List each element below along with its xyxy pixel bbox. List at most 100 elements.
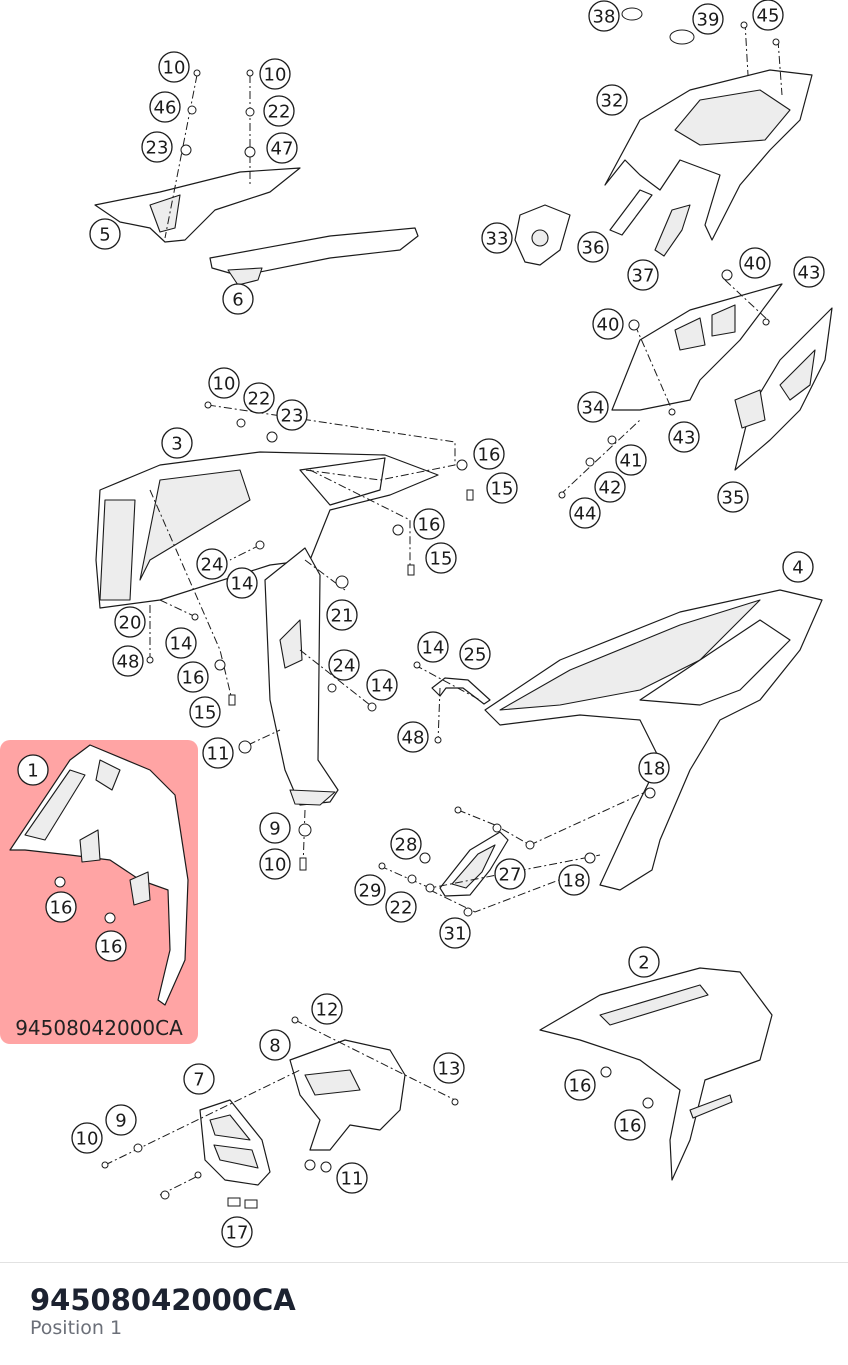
callout-14b[interactable]: 14 bbox=[165, 627, 197, 659]
callout-16g[interactable]: 16 bbox=[614, 1109, 646, 1141]
callout-circle bbox=[149, 91, 181, 123]
callout-circle bbox=[183, 1063, 215, 1095]
callout-27[interactable]: 27 bbox=[494, 858, 526, 890]
callout-16e[interactable]: 16 bbox=[95, 930, 127, 962]
callout-29[interactable]: 29 bbox=[354, 874, 386, 906]
callout-10e[interactable]: 10 bbox=[71, 1122, 103, 1154]
callout-number: 32 bbox=[601, 91, 624, 112]
callout-14c[interactable]: 14 bbox=[366, 669, 398, 701]
callout-number: 18 bbox=[643, 759, 666, 780]
callout-22b[interactable]: 22 bbox=[243, 382, 275, 414]
callout-circle bbox=[473, 438, 505, 470]
callout-circle bbox=[95, 930, 127, 962]
callout-22c[interactable]: 22 bbox=[385, 891, 417, 923]
callout-10c[interactable]: 10 bbox=[208, 367, 240, 399]
callout-43b[interactable]: 43 bbox=[668, 421, 700, 453]
callout-1[interactable]: 1 bbox=[17, 754, 49, 786]
callout-43a[interactable]: 43 bbox=[793, 256, 825, 288]
callout-20[interactable]: 20 bbox=[114, 606, 146, 638]
callout-number: 33 bbox=[486, 229, 509, 250]
part-7-drawing bbox=[199, 1099, 271, 1186]
callout-44[interactable]: 44 bbox=[569, 497, 601, 529]
callout-9a[interactable]: 9 bbox=[259, 812, 291, 844]
callout-24b[interactable]: 24 bbox=[328, 649, 360, 681]
callout-31[interactable]: 31 bbox=[439, 917, 471, 949]
callout-circle bbox=[243, 382, 275, 414]
callout-number: 14 bbox=[170, 634, 193, 655]
callout-14a[interactable]: 14 bbox=[226, 567, 258, 599]
callout-45[interactable]: 45 bbox=[752, 0, 784, 31]
callout-number: 12 bbox=[316, 1000, 339, 1021]
callout-4[interactable]: 4 bbox=[782, 551, 814, 583]
callout-15c[interactable]: 15 bbox=[189, 696, 221, 728]
callout-5[interactable]: 5 bbox=[89, 218, 121, 250]
callout-18b[interactable]: 18 bbox=[558, 864, 590, 896]
callout-circle bbox=[564, 1069, 596, 1101]
callout-38[interactable]: 38 bbox=[588, 0, 620, 32]
callout-16c[interactable]: 16 bbox=[177, 661, 209, 693]
callout-circle bbox=[165, 627, 197, 659]
callout-circle bbox=[114, 606, 146, 638]
callout-10a[interactable]: 10 bbox=[158, 51, 190, 83]
callout-18a[interactable]: 18 bbox=[638, 752, 670, 784]
callout-10d[interactable]: 10 bbox=[259, 848, 291, 880]
part-2-drawing bbox=[539, 967, 773, 1181]
callout-circle bbox=[577, 391, 609, 423]
callout-13[interactable]: 13 bbox=[433, 1052, 465, 1084]
callout-7[interactable]: 7 bbox=[183, 1063, 215, 1095]
part-1-drawing bbox=[9, 744, 189, 1006]
callout-16a[interactable]: 16 bbox=[473, 438, 505, 470]
callout-number: 40 bbox=[597, 315, 620, 336]
callout-47[interactable]: 47 bbox=[266, 132, 298, 164]
position-label: Position 1 bbox=[30, 1317, 123, 1339]
callout-16d[interactable]: 16 bbox=[45, 891, 77, 923]
callout-number: 10 bbox=[76, 1129, 99, 1150]
callout-23a[interactable]: 23 bbox=[141, 131, 173, 163]
callout-9b[interactable]: 9 bbox=[105, 1104, 137, 1136]
callout-40a[interactable]: 40 bbox=[739, 247, 771, 279]
callout-42[interactable]: 42 bbox=[594, 471, 626, 503]
callout-11a[interactable]: 11 bbox=[202, 737, 234, 769]
callout-41[interactable]: 41 bbox=[615, 444, 647, 476]
callout-circle bbox=[569, 497, 601, 529]
callout-46[interactable]: 46 bbox=[149, 91, 181, 123]
callout-6[interactable]: 6 bbox=[222, 283, 254, 315]
callout-40b[interactable]: 40 bbox=[592, 308, 624, 340]
callout-33[interactable]: 33 bbox=[481, 222, 513, 254]
callout-14d[interactable]: 14 bbox=[417, 631, 449, 663]
callout-48b[interactable]: 48 bbox=[397, 721, 429, 753]
callout-10b[interactable]: 10 bbox=[259, 58, 291, 90]
callout-35[interactable]: 35 bbox=[717, 481, 749, 513]
callout-22a[interactable]: 22 bbox=[263, 95, 295, 127]
callout-15b[interactable]: 15 bbox=[425, 542, 457, 574]
callout-48a[interactable]: 48 bbox=[112, 645, 144, 677]
callout-number: 23 bbox=[281, 406, 304, 427]
callout-16b[interactable]: 16 bbox=[413, 508, 445, 540]
callout-36[interactable]: 36 bbox=[577, 231, 609, 263]
callout-15a[interactable]: 15 bbox=[486, 472, 518, 504]
callout-28[interactable]: 28 bbox=[390, 828, 422, 860]
callout-24a[interactable]: 24 bbox=[196, 548, 228, 580]
callout-25[interactable]: 25 bbox=[459, 638, 491, 670]
callout-2[interactable]: 2 bbox=[628, 946, 660, 978]
callout-12[interactable]: 12 bbox=[311, 993, 343, 1025]
callout-21[interactable]: 21 bbox=[326, 599, 358, 631]
callout-number: 39 bbox=[697, 10, 720, 31]
callout-34[interactable]: 34 bbox=[577, 391, 609, 423]
callout-23b[interactable]: 23 bbox=[276, 399, 308, 431]
callout-number: 10 bbox=[264, 855, 287, 876]
callout-circle bbox=[692, 3, 724, 35]
highlight-part-code: 94508042000CA bbox=[15, 1016, 183, 1040]
callout-3[interactable]: 3 bbox=[161, 427, 193, 459]
callout-8[interactable]: 8 bbox=[259, 1029, 291, 1061]
callout-32[interactable]: 32 bbox=[596, 84, 628, 116]
callout-39[interactable]: 39 bbox=[692, 3, 724, 35]
callout-17[interactable]: 17 bbox=[221, 1216, 253, 1248]
callout-37[interactable]: 37 bbox=[627, 259, 659, 291]
callout-16f[interactable]: 16 bbox=[564, 1069, 596, 1101]
callout-number: 36 bbox=[582, 238, 605, 259]
callout-number: 15 bbox=[430, 549, 453, 570]
callout-number: 24 bbox=[333, 656, 356, 677]
callout-11b[interactable]: 11 bbox=[336, 1162, 368, 1194]
